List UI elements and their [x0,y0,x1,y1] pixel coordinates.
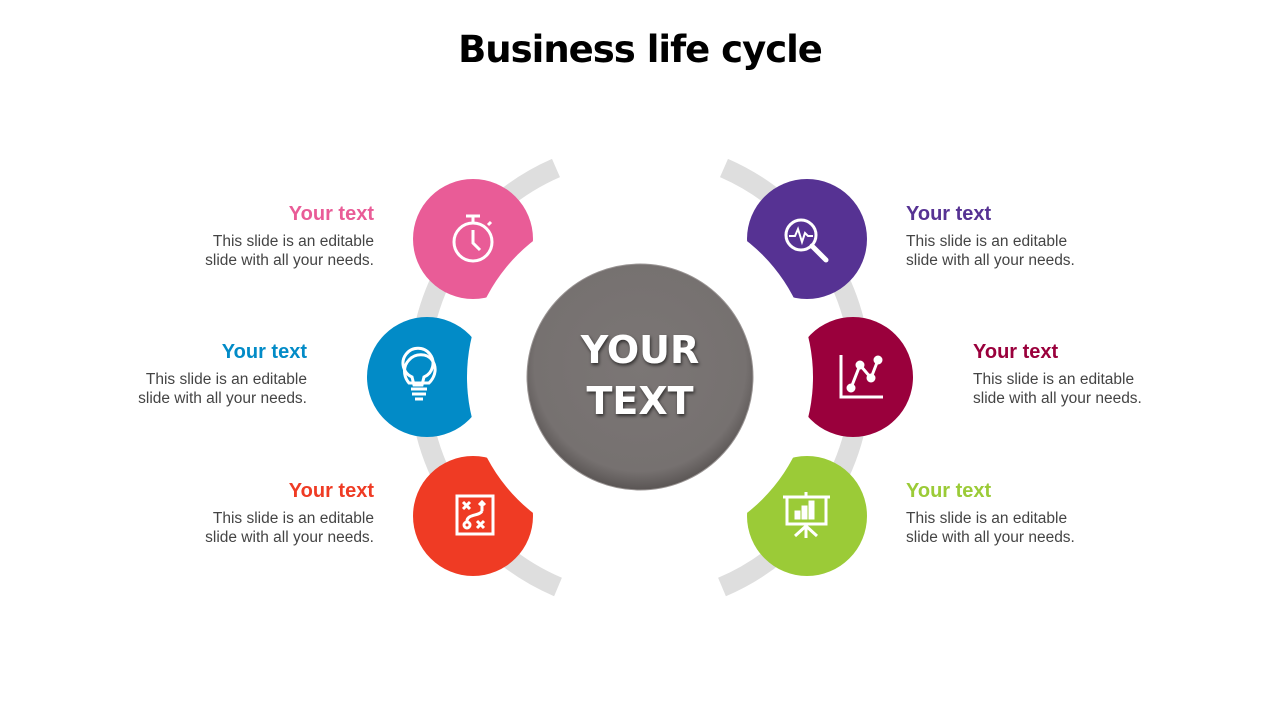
slide-title: Business life cycle [458,28,823,71]
description-line: This slide is an editable [973,371,1135,388]
description-line: slide with all your needs. [906,252,1075,269]
text-block-4: Your text This slide is an editable slid… [906,203,1166,270]
description-line: slide with all your needs. [205,252,374,269]
heading: Your text [906,480,992,502]
description-line: This slide is an editable [212,233,374,250]
presentation-icon [783,492,830,538]
purple-node [747,179,867,299]
text-block-2: Your text This slide is an editable slid… [47,341,307,408]
heading: Your text [973,341,1059,363]
description-line: This slide is an editable [145,371,307,388]
center-circle [526,263,754,491]
heading: Your text [906,203,992,225]
text-block-1: Your text This slide is an editable slid… [114,203,374,270]
stopwatch-icon [452,214,494,263]
description-line: slide with all your needs. [138,390,307,407]
text-block-6: Your text This slide is an editable slid… [906,480,1166,547]
description-line: This slide is an editable [906,510,1068,527]
description-line: This slide is an editable [906,233,1068,250]
center-line-1: YOUR [580,328,700,372]
search-analytics-icon [784,218,829,263]
line-chart-icon [839,355,883,399]
text-block-3: Your text This slide is an editable slid… [114,480,374,547]
center-line-2: TEXT [586,379,694,423]
description-line: slide with all your needs. [973,390,1142,407]
lightbulb-icon [401,346,437,401]
text-block-5: Your text This slide is an editable slid… [973,341,1233,408]
center-label: YOUR TEXT [527,325,753,427]
description-line: slide with all your needs. [906,529,1075,546]
strategy-board-icon [455,494,495,536]
description-line: This slide is an editable [212,510,374,527]
heading: Your text [288,480,374,502]
heading: Your text [288,203,374,225]
crimson-node [793,317,913,437]
heading: Your text [221,341,307,363]
description-line: slide with all your needs. [205,529,374,546]
